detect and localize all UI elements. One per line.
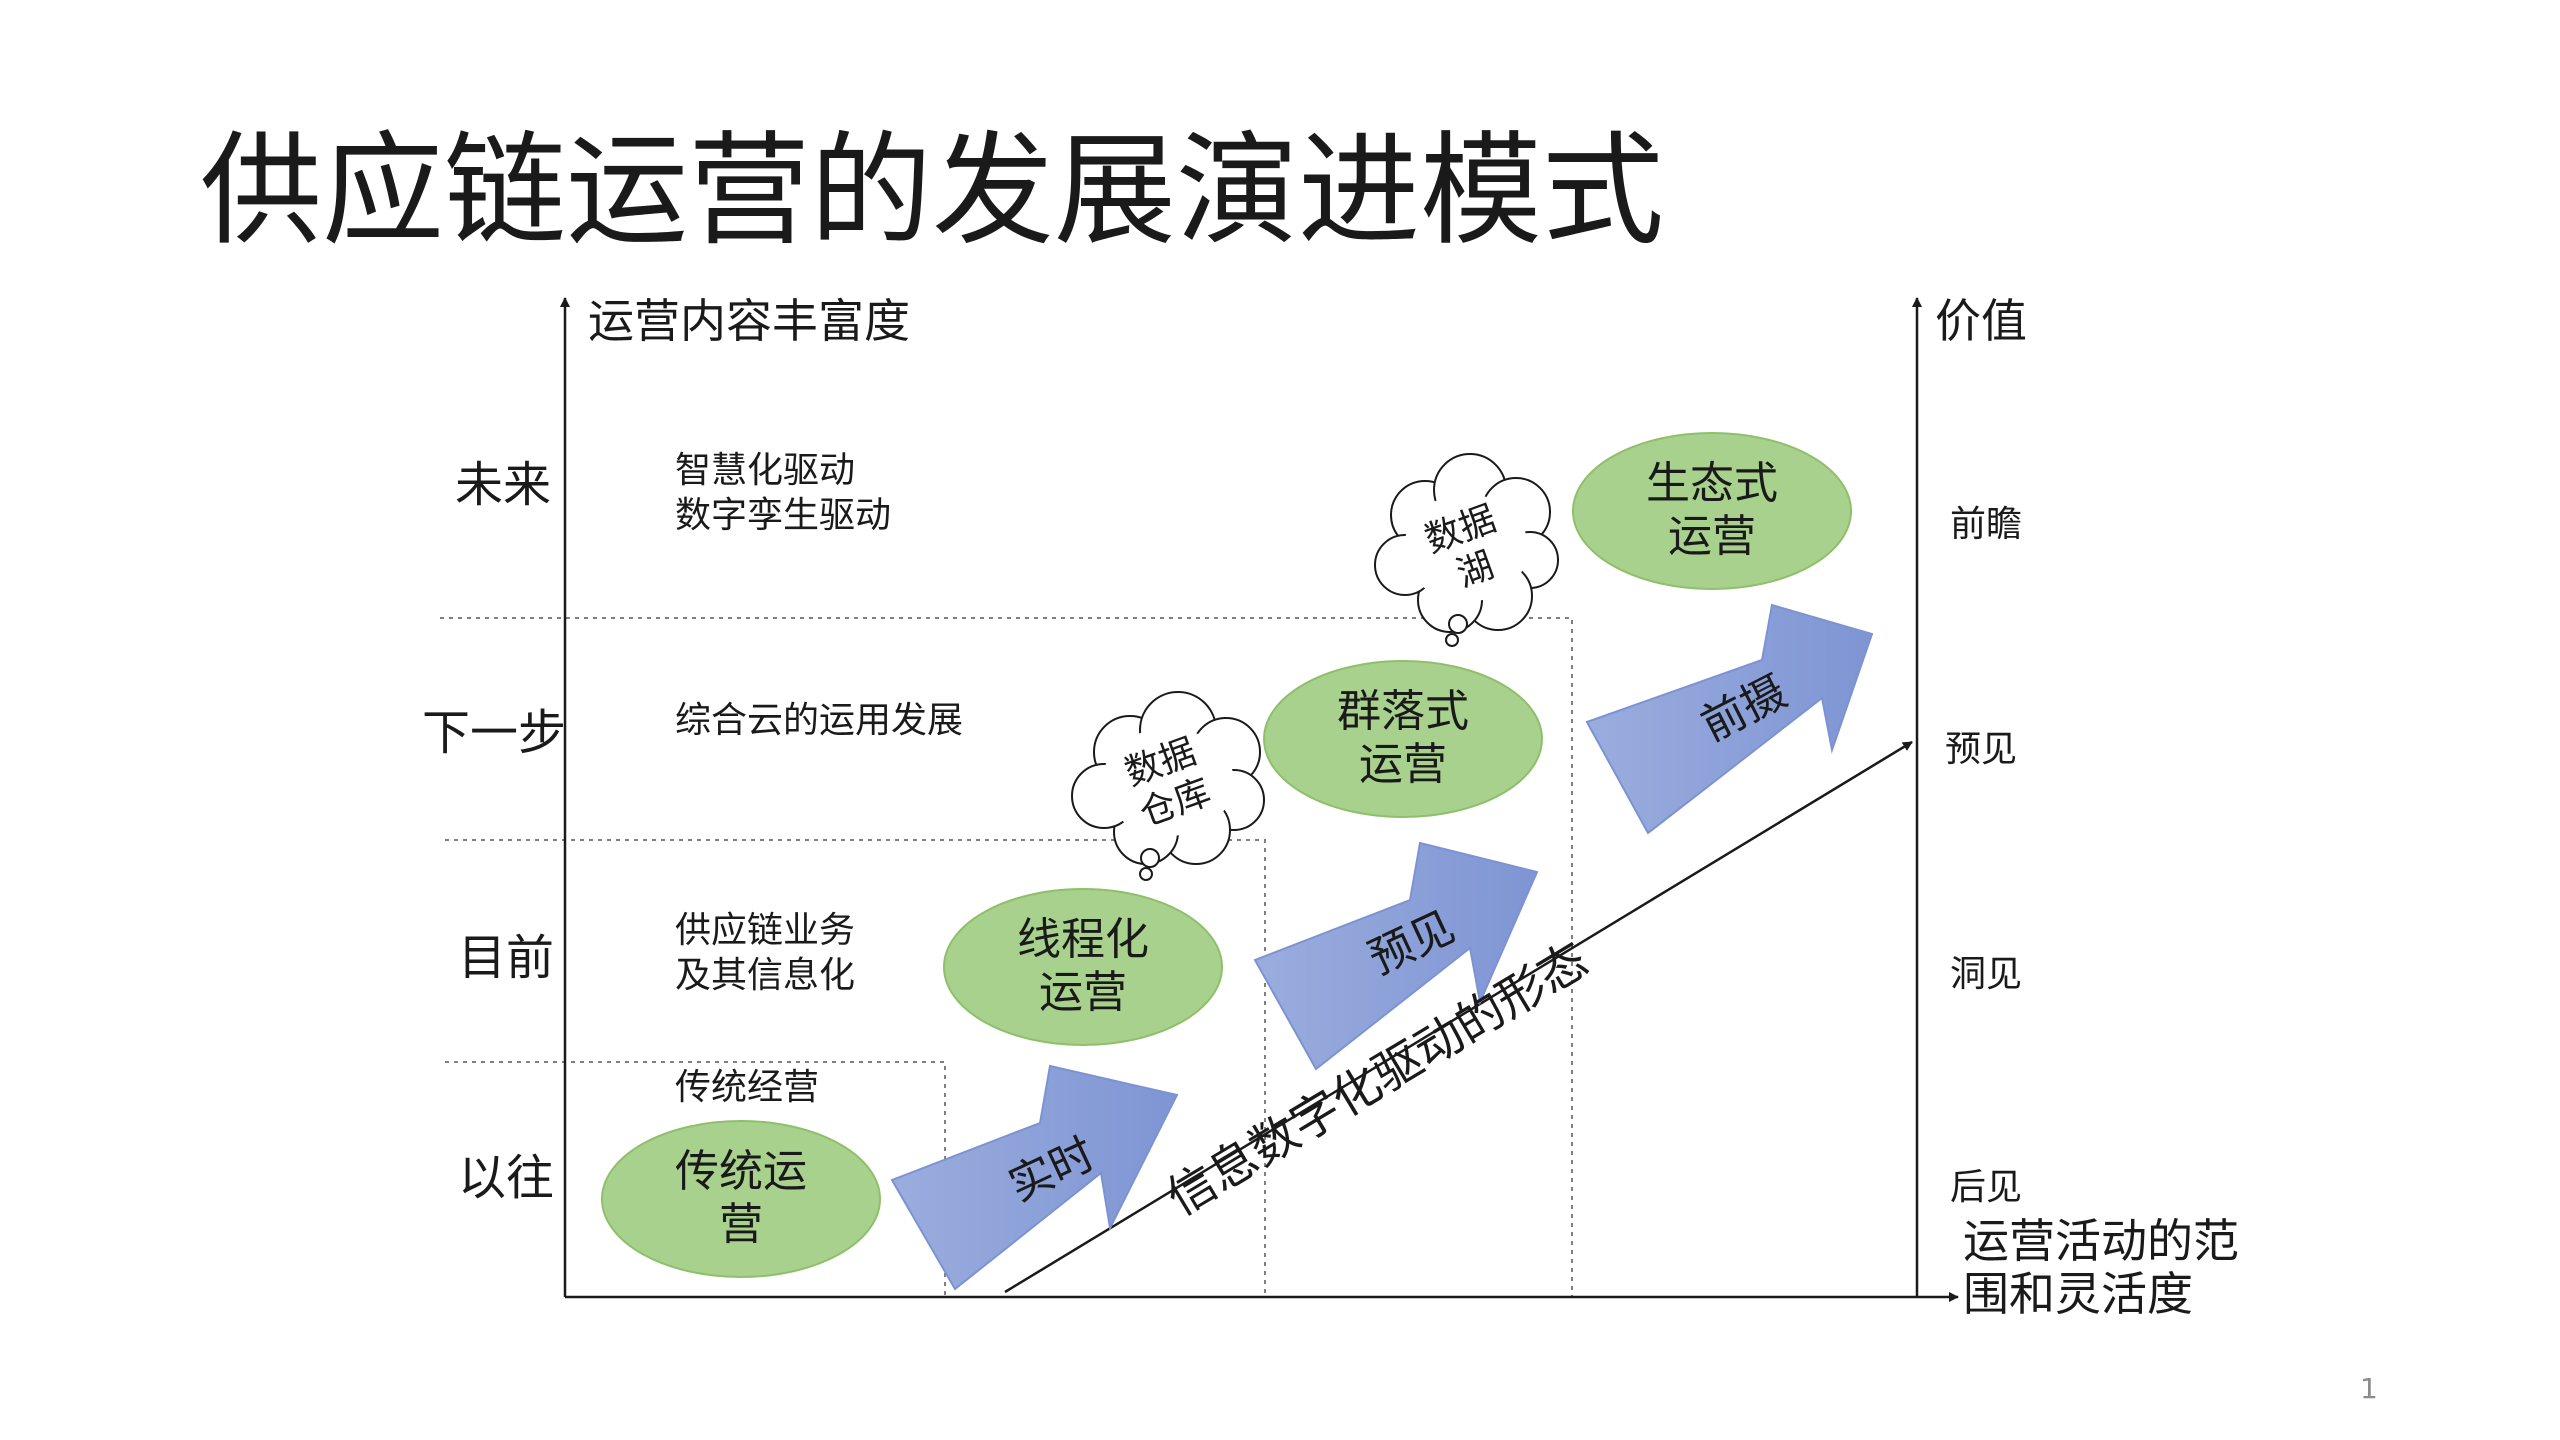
boundary-future — [440, 617, 1573, 1297]
value-level-insight: 洞见 — [1950, 954, 2023, 995]
x-axis-label: 运营活动的范 围和灵活度 — [1963, 1215, 2239, 1321]
era-label-past: 以往 — [458, 1150, 555, 1206]
era-desc-future-line-2: 数字孪生驱动 — [675, 495, 892, 536]
era-label-current: 目前 — [458, 930, 555, 986]
stage-traditional: 传统运 营 — [602, 1121, 880, 1277]
arrow-shape-foresight — [1253, 841, 1539, 1071]
digitalization-trend-line — [1004, 740, 1913, 1294]
x-axis-label-line-1: 运营活动的范 — [1963, 1214, 2239, 1268]
value-level-foresight: 前瞻 — [1950, 504, 2023, 545]
x-axis-label-line-2: 围和灵活度 — [1963, 1266, 2193, 1321]
era-desc-future-line-1: 智慧化驱动 — [675, 450, 856, 491]
era-desc-current-line-1: 供应链业务 — [675, 910, 856, 951]
arrow-shape-proactive — [1585, 603, 1874, 835]
axes — [560, 297, 1959, 1302]
era-desc-past: 传统经营 — [675, 1065, 819, 1110]
value-level-prediction: 预见 — [1945, 729, 2018, 770]
stage-community: 群落式 运营 — [1264, 661, 1542, 817]
era-boundaries — [440, 617, 1573, 1297]
stage-traditional-line-1: 传统运 — [675, 1146, 807, 1198]
era-label-next: 下一步 — [422, 705, 567, 761]
stage-nodes — [601, 432, 1852, 1278]
value-level-hindsight: 后见 — [1950, 1167, 2023, 1208]
era-label-future: 未来 — [455, 457, 552, 513]
stage-traditional-line-2: 营 — [719, 1199, 763, 1250]
era-desc-current-line-2: 及其信息化 — [675, 955, 856, 996]
era-desc-past-line-1: 传统经营 — [675, 1067, 820, 1108]
stage-threaded-line-2: 运营 — [1039, 967, 1127, 1018]
stage-node-ecosystem — [1572, 432, 1852, 590]
cloud-data-lake — [1374, 453, 1559, 647]
stage-ecosystem-line-2: 运营 — [1668, 511, 1756, 562]
boundary-next — [445, 839, 1266, 1297]
data-clouds — [1071, 453, 1559, 881]
stage-threaded: 线程化 运营 — [944, 889, 1222, 1045]
stage-threaded-line-1: 线程化 — [1017, 914, 1149, 966]
stage-community-line-2: 运营 — [1359, 739, 1447, 790]
era-desc-current: 供应链业务 及其信息化 — [675, 908, 855, 998]
y-axis-right-label: 价值 — [1935, 294, 2027, 348]
stage-node-traditional — [601, 1120, 881, 1278]
y-axis-left-label: 运营内容丰富度 — [588, 294, 910, 348]
era-desc-next: 综合云的运用发展 — [675, 698, 963, 743]
page-title: 供应链运营的发展演进模式 — [200, 120, 1664, 262]
arrow-shape-realtime — [890, 1064, 1179, 1291]
era-desc-next-line-1: 综合云的运用发展 — [675, 700, 964, 741]
stage-node-threaded — [943, 888, 1223, 1046]
transition-arrows — [890, 603, 1874, 1291]
cloud-data-warehouse — [1071, 691, 1265, 881]
stage-community-line-1: 群落式 — [1337, 686, 1469, 738]
era-desc-future: 智慧化驱动 数字孪生驱动 — [675, 448, 891, 538]
stage-ecosystem: 生态式 运营 — [1573, 433, 1851, 589]
stage-ecosystem-line-1: 生态式 — [1646, 458, 1778, 510]
page-number: 1 — [2360, 1372, 2378, 1405]
stage-node-community — [1263, 660, 1543, 818]
